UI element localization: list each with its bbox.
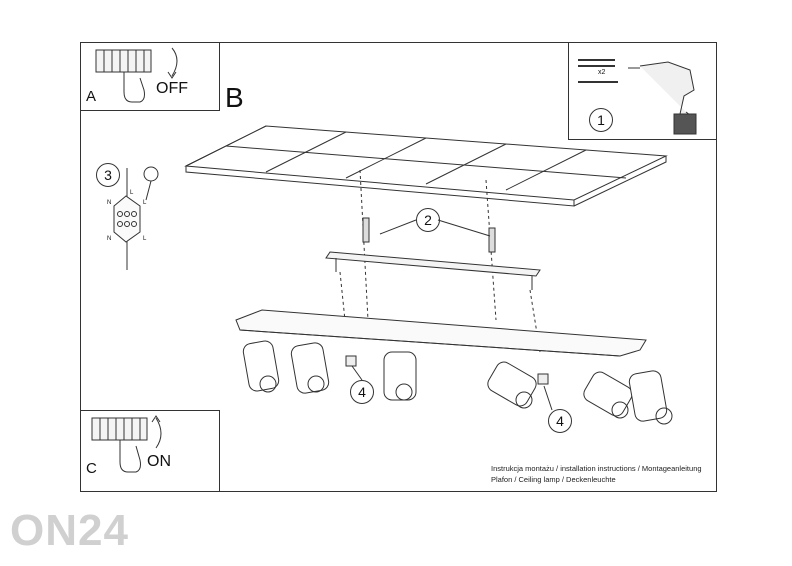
spotlight-1	[242, 340, 280, 393]
mounting-bracket	[325, 251, 541, 290]
wall-plugs	[362, 217, 496, 253]
wire-label-l-top: L	[130, 190, 134, 196]
instruction-caption: Instrukcja montażu / installation instru…	[491, 463, 702, 485]
wire-label-n-top: N	[107, 200, 112, 206]
diagram-frame	[80, 42, 717, 492]
step-a-off-label: OFF	[156, 80, 188, 97]
cap-nuts	[345, 355, 549, 385]
callout-3: 3	[96, 163, 120, 187]
lamp-base-bar	[235, 309, 647, 357]
callout-1: 1	[589, 108, 613, 132]
callout-2: 2	[416, 208, 440, 232]
mounting-screws	[359, 169, 497, 321]
wire-label-l-top-right: L	[143, 200, 147, 206]
wiring-diagram	[113, 166, 159, 270]
spotlight-5	[583, 371, 633, 419]
callout-4-right: 4	[548, 409, 572, 433]
step-b-letter: B	[225, 82, 244, 113]
step-c-letter: C	[86, 460, 97, 477]
ceiling-panel	[184, 125, 668, 207]
terminal-block-icon-c	[91, 415, 162, 473]
screws-multiplier: x2	[598, 69, 606, 76]
terminal-block-icon-a	[95, 47, 178, 103]
wire-label-n-bottom: N	[107, 236, 112, 242]
spotlight-3	[383, 351, 417, 401]
screws-icon	[578, 59, 618, 83]
watermark-logo: ON24	[10, 506, 129, 555]
drill-icon	[628, 61, 697, 135]
spotlight-2	[290, 342, 330, 394]
instruction-line-1: Instrukcja montażu / installation instru…	[491, 464, 702, 473]
spotlight-6	[628, 370, 673, 425]
wire-label-l-bottom-right: L	[143, 236, 147, 242]
step-a-letter: A	[86, 88, 97, 105]
instruction-line-2: Plafon / Ceiling lamp / Deckenleuchte	[491, 475, 616, 484]
step-c-on-label: ON	[147, 453, 171, 470]
callout-4-left: 4	[350, 380, 374, 404]
spotlight-4	[487, 361, 537, 409]
